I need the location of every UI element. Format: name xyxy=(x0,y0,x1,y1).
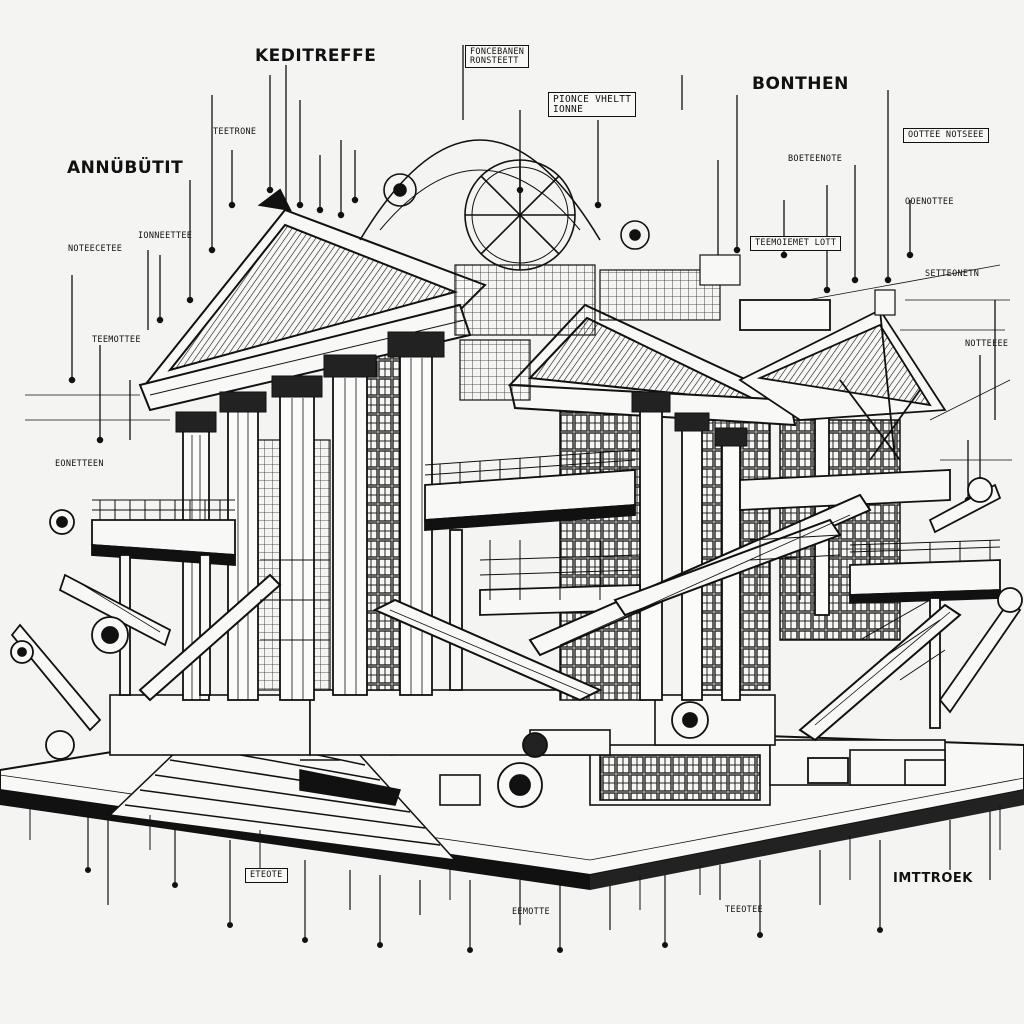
note-7: TEEMOTTEE xyxy=(92,335,141,345)
note-3: TEETRONE xyxy=(213,127,257,137)
drips xyxy=(29,800,1001,910)
label-top-box: FONCEBANEN RONSTEETT xyxy=(465,45,530,68)
label-annubutit: ANNÜBÜTIT xyxy=(67,158,184,178)
note-12: TEEOTEE xyxy=(725,905,763,915)
note-11: EEMOTTE xyxy=(512,907,550,917)
roof-wheel xyxy=(359,139,650,271)
label-right-box: OOTTEE NOTSEEE xyxy=(903,128,989,143)
label-mid-box: TEEMOIEMET LOTT xyxy=(750,236,842,251)
callout-leaders xyxy=(25,45,1012,504)
label-top-box-line1: FONCEBANEN xyxy=(470,47,525,57)
note-5: OOENOTTEE xyxy=(905,197,954,207)
label-bonthen: BONTHEN xyxy=(752,74,849,94)
note-8: EONETTEEN xyxy=(55,459,104,469)
label-pionce: PIONCE VHELTT IONNE xyxy=(548,92,637,117)
podium-blocks xyxy=(109,689,946,806)
railings xyxy=(92,449,1001,565)
label-pionce-sub: IONNE xyxy=(553,103,584,115)
note-9: NOTTEEEE xyxy=(965,339,1009,349)
note-10: ETEOTE xyxy=(245,868,288,883)
label-kreditreffe: KEDITREFFE xyxy=(255,46,377,66)
note-1: IONNEETTEE xyxy=(138,231,193,241)
note-6: SETTEONETN xyxy=(925,269,980,279)
right-hall xyxy=(738,299,947,461)
note-2: NOTEECETEE xyxy=(68,244,123,254)
note-4: BOETEENOTE xyxy=(788,154,843,164)
label-bottom-right: IMTTROEK xyxy=(893,871,973,886)
label-pionce-main: PIONCE VHELTT xyxy=(553,94,632,105)
bottom-leaders xyxy=(84,800,991,953)
label-top-box-line2: RONSTEETT xyxy=(470,55,519,66)
interior-detail xyxy=(260,520,946,681)
roof-clutter xyxy=(454,254,896,401)
machinery xyxy=(10,477,1023,808)
